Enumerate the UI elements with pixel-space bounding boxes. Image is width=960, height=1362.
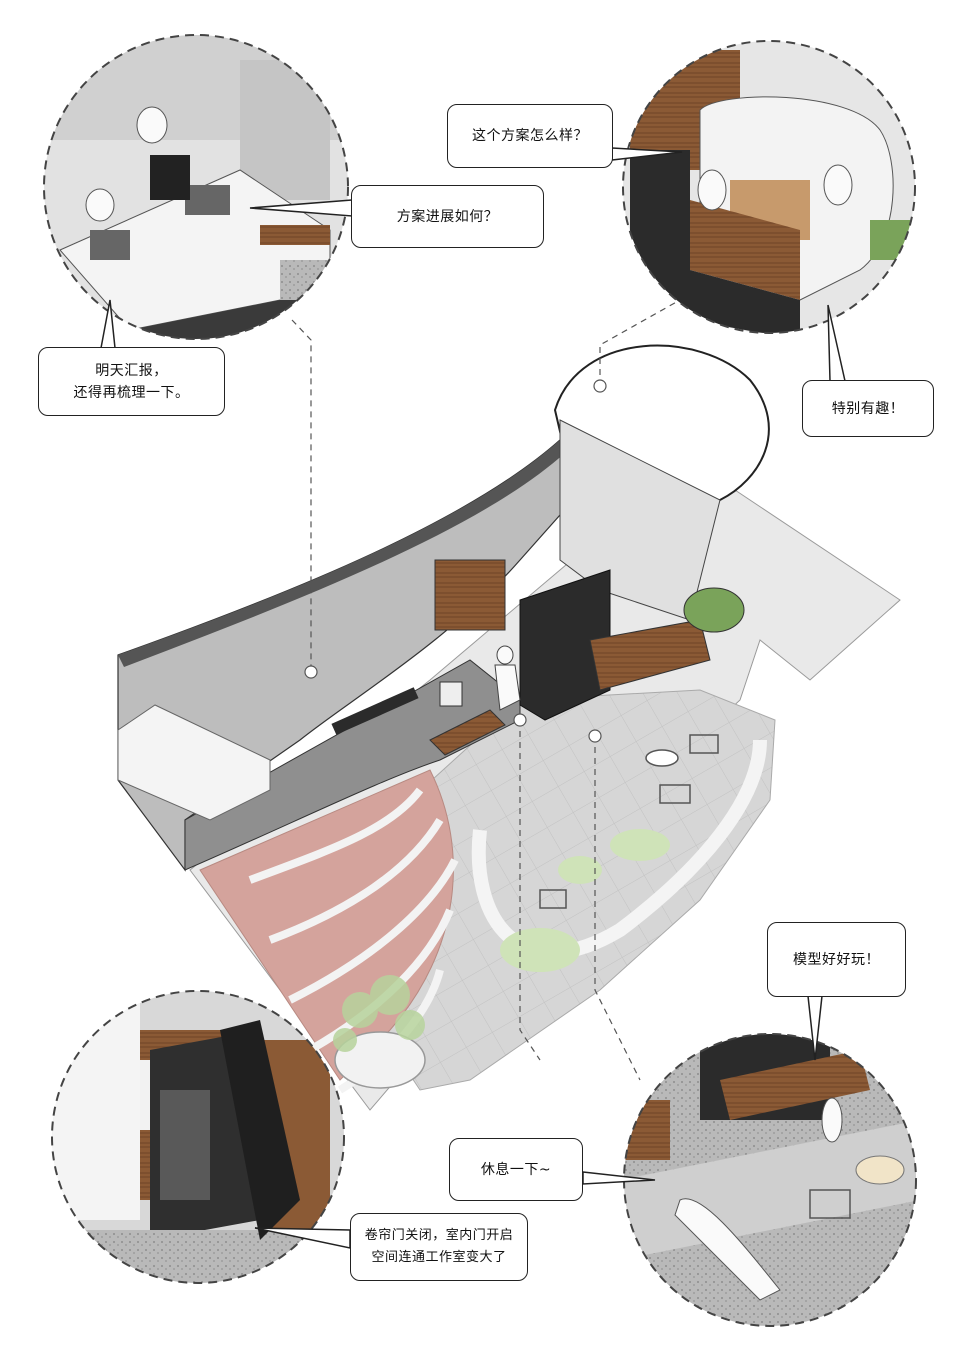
leader-end-circles [304, 379, 607, 743]
detail-circle-rest [623, 1033, 917, 1327]
bubble-model-text: 模型好好玩！ [793, 951, 880, 968]
interior-room [559, 419, 721, 621]
outdoor-chairs [215, 734, 719, 909]
bubble-rest: 休息一下~ [449, 1138, 583, 1201]
wood-bench [429, 709, 506, 756]
green-planter [683, 587, 745, 633]
white-block [117, 704, 271, 821]
bubble-rest-text: 休息一下~ [480, 1161, 552, 1178]
interior-shelves [434, 559, 506, 631]
bubble-door-line2: 空间连通工作室变大了 [371, 1250, 507, 1265]
main-axonometric [117, 344, 901, 1111]
round-planter [334, 1031, 426, 1089]
bubble-door: 卷帘门关闭，室内门开启 空间连通工作室变大了 [350, 1213, 528, 1281]
bubble-scheme-text: 这个方案怎么样？ [472, 128, 588, 144]
person-figure [494, 645, 521, 711]
bubble-report: 明天汇报， 还得再梳理一下。 [38, 347, 225, 416]
bubble-progress: 方案进展如何？ [351, 185, 544, 248]
roof-edge [118, 440, 566, 667]
front-wall [184, 659, 521, 871]
wall-window [331, 687, 419, 735]
dark-panel [519, 569, 611, 721]
detail-circle-lounge [622, 40, 916, 334]
detail-circle-roller-door [51, 990, 345, 1284]
logo-sign [439, 681, 463, 707]
bubble-model: 模型好好玩！ [767, 922, 906, 997]
bubble-scheme: 这个方案怎么样？ [447, 104, 613, 168]
bubble-door-line1: 卷帘门关闭，室内门开启 [364, 1228, 514, 1243]
detail-circle-office [43, 34, 349, 340]
bubble-fun: 特别有趣！ [802, 380, 934, 437]
bubble-progress-text: 方案进展如何？ [396, 208, 499, 225]
planter-plants [500, 829, 670, 972]
bubble-fun-text: 特别有趣！ [831, 400, 905, 417]
dashed-leaders [291, 299, 681, 1081]
wood-counter [589, 619, 711, 691]
bubble-report-line1: 明天汇报， [95, 362, 168, 379]
bubble-report-line2: 还得再梳理一下。 [73, 384, 190, 401]
planter-curb [471, 739, 767, 960]
tree-foliage [333, 975, 425, 1052]
